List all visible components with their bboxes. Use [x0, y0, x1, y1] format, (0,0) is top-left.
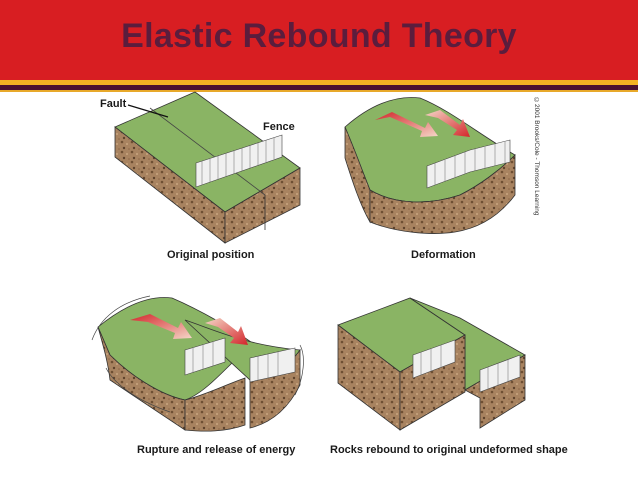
caption-deformation: Deformation — [411, 249, 476, 261]
panel-deformation — [344, 97, 516, 234]
vibration-lines — [91, 295, 304, 413]
panel-rupture — [91, 295, 304, 432]
panel-original-position — [114, 91, 301, 244]
copyright-credit: ©2001 Brooks/Cole - Thomson Learning — [533, 97, 540, 216]
fence-left — [184, 337, 226, 376]
push-arrow-left — [375, 112, 438, 137]
caption-original-position: Original position — [167, 249, 255, 261]
fault-pointer — [127, 104, 169, 118]
fence-right — [479, 354, 521, 393]
soil-side — [224, 167, 301, 244]
caption-rebound: Rocks rebound to original undeformed sha… — [330, 444, 568, 456]
panel-rebound — [337, 297, 526, 431]
release-arrow-left — [130, 314, 192, 339]
fence-right — [249, 347, 296, 383]
title-underline-dark — [0, 85, 638, 90]
push-arrow-right — [425, 110, 470, 137]
fence — [195, 134, 283, 188]
soil-side — [369, 154, 516, 234]
fence-label: Fence — [263, 121, 295, 133]
slide-title: Elastic Rebound Theory — [121, 17, 517, 55]
title-underline-gold — [0, 80, 638, 85]
caption-rupture: Rupture and release of energy — [137, 444, 296, 456]
fault-label: Fault — [100, 98, 127, 110]
soil-side-left — [184, 377, 246, 432]
fault-line — [149, 107, 266, 196]
title-underline-gold-thin — [0, 90, 638, 92]
bent-fence — [426, 139, 511, 189]
title-bar — [0, 0, 638, 80]
release-arrow-right — [205, 318, 248, 345]
